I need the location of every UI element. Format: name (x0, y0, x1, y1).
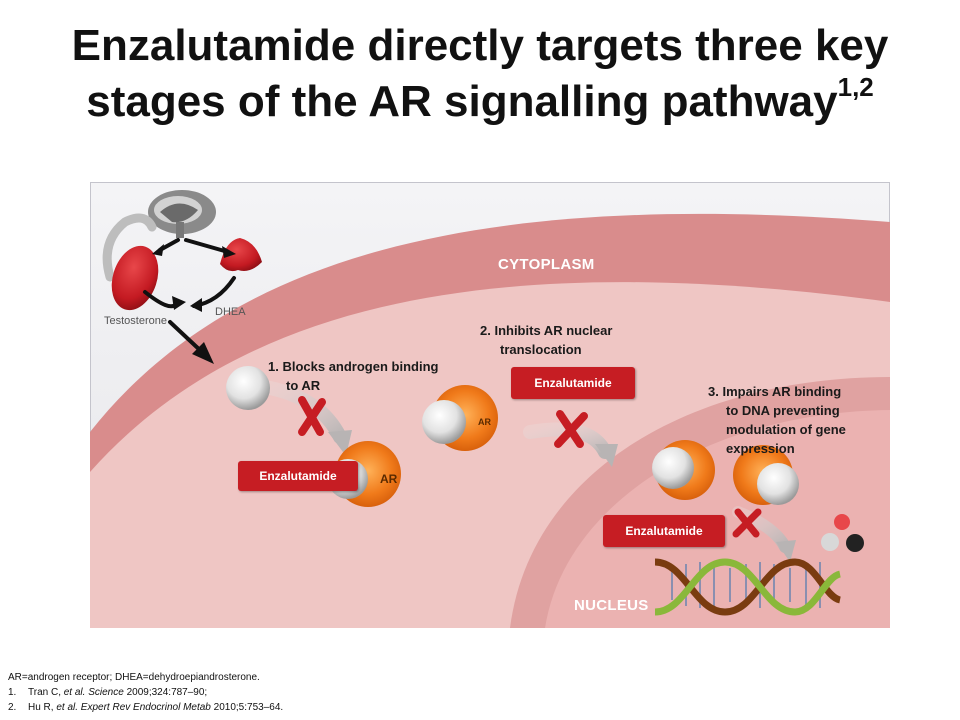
step3-label-line4: expression (726, 441, 795, 456)
step2-arrowhead (595, 444, 618, 467)
reference-1: 1. Tran C, et al. Science 2009;324:787–90… (8, 685, 908, 700)
cofactor-grey (821, 533, 839, 551)
diagram-canvas (90, 182, 890, 628)
receptor-step2-ligand (422, 400, 466, 444)
step1-label-line1: 1. Blocks androgen binding (268, 359, 439, 374)
reference-2-citation: 2010;5:753–64. (210, 702, 284, 713)
step3-label: 3. Impairs AR binding to DNA preventing … (708, 382, 846, 458)
block-mark-step1 (298, 396, 326, 436)
step2-label-line2: translocation (500, 342, 582, 357)
ar-label-step1: AR (380, 472, 398, 486)
dna-helix-icon (654, 558, 842, 616)
reference-1-number: 1. (8, 687, 17, 698)
reference-1-journal: et al. Science (63, 687, 124, 698)
cofactor-red (834, 514, 850, 530)
adrenal-gland-icon (220, 238, 262, 272)
cytoplasm-label: CYTOPLASM (498, 256, 595, 273)
step2-label-line1: 2. Inhibits AR nuclear (480, 323, 613, 338)
receptor-dimer-left-ligand (652, 447, 694, 489)
title-line-1: Enzalutamide directly targets three key (71, 21, 889, 70)
nucleus-label: NUCLEUS (574, 597, 649, 614)
dhea-label: DHEA (215, 306, 246, 318)
step3-label-line3: modulation of gene (726, 422, 846, 437)
testosterone-label: Testosterone (104, 315, 167, 327)
receptor-dimer-right-ligand (757, 463, 799, 505)
slide-title: Enzalutamide directly targets three key … (40, 18, 920, 130)
block-mark-step2 (554, 410, 588, 448)
enzalutamide-box-step3: Enzalutamide (603, 515, 725, 547)
reference-1-authors: Tran C, (28, 687, 64, 698)
reference-2: 2. Hu R, et al. Expert Rev Endocrinol Met… (8, 700, 908, 715)
footnotes: AR=androgen receptor; DHEA=dehydroepiand… (8, 670, 908, 715)
step1-label-line2: to AR (286, 378, 321, 393)
reference-2-number: 2. (8, 702, 17, 713)
ar-pathway-diagram: CYTOPLASM NUCLEUS Testosterone DHEA 1. B… (90, 182, 890, 628)
hormone-arrowheads (152, 244, 236, 364)
enzalutamide-box-step1: Enzalutamide (238, 461, 358, 491)
step3-label-line1: 3. Impairs AR binding (708, 384, 842, 399)
block-mark-step3 (732, 508, 762, 538)
title-line-2-text: stages of the AR signalling pathway (86, 77, 838, 126)
brain-icon (148, 190, 216, 238)
step3-arrowhead (776, 540, 796, 562)
cofactor-black (846, 534, 864, 552)
step1-label: 1. Blocks androgen binding to AR (268, 357, 438, 395)
reference-1-citation: 2009;324:787–90; (123, 687, 208, 698)
reference-2-journal: et al. Expert Rev Endocrinol Metab (56, 702, 211, 713)
title-superscript: 1,2 (837, 72, 874, 102)
androgen-ligand-1 (226, 366, 270, 410)
step2-label: 2. Inhibits AR nuclear translocation (480, 321, 612, 359)
enzalutamide-box-step2: Enzalutamide (511, 367, 635, 399)
reference-2-authors: Hu R, (28, 702, 57, 713)
ar-label-step2: AR (478, 417, 491, 427)
step3-label-line2: to DNA preventing (726, 403, 840, 418)
title-line-2: stages of the AR signalling pathway1,2 (40, 74, 920, 130)
abbreviations-note: AR=androgen receptor; DHEA=dehydroepiand… (8, 672, 260, 683)
step1-arrow (258, 380, 347, 444)
